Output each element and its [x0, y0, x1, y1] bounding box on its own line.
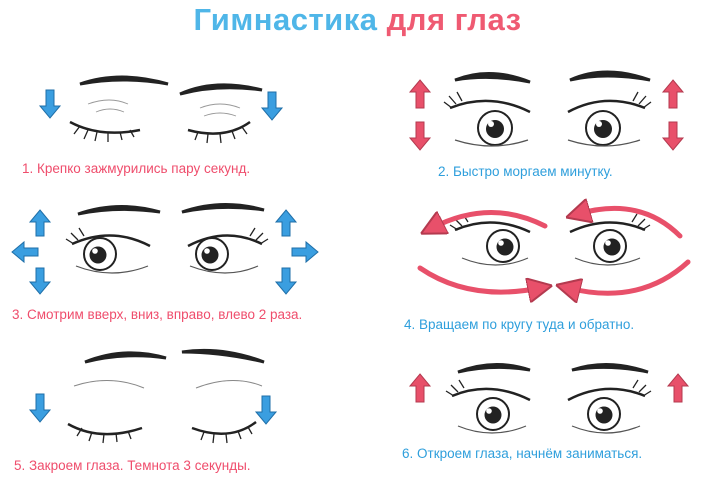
arrow-down-icon	[274, 267, 298, 295]
arrow-up-icon	[28, 209, 52, 237]
arrow-up-icon	[274, 209, 298, 237]
arrow-up-icon	[666, 373, 690, 403]
step-3-caption: 3. Смотрим вверх, вниз, вправо, влево 2 …	[12, 307, 303, 322]
rotate-arrow-icon	[568, 208, 691, 293]
step-6-caption: 6. Откроем глаза, начнём заниматься.	[402, 446, 643, 461]
title-part-2: для глаз	[386, 2, 522, 37]
arrow-down-icon	[408, 121, 432, 151]
title-part-1: Гимнастика	[193, 2, 378, 37]
arrow-down-icon	[38, 89, 62, 119]
panel-3-looking-eyes	[65, 203, 269, 274]
page-title: Гимнастика для глаз	[0, 0, 715, 40]
panel-4-rotating-eyes	[449, 213, 651, 266]
arrow-left-icon	[11, 240, 39, 264]
arrow-down-icon	[28, 267, 52, 295]
step-4-caption: 4. Вращаем по кругу туда и обратно.	[404, 317, 635, 332]
arrow-down-icon	[260, 91, 284, 121]
step-2-caption: 2. Быстро моргаем минутку.	[438, 164, 613, 179]
arrow-up-icon	[661, 79, 685, 109]
panel-5-closed-eyes	[67, 348, 265, 444]
arrow-down-icon	[28, 393, 52, 423]
panel-2-blinking-eyes	[443, 70, 652, 147]
panel-6-opening-eyes	[445, 362, 652, 434]
rotate-arrow-icon	[417, 210, 545, 292]
arrow-up-icon	[408, 373, 432, 403]
arrow-right-icon	[291, 240, 319, 264]
step-5-caption: 5. Закроем глаза. Темнота 3 секунды.	[14, 458, 251, 473]
step-1-caption: 1. Крепко зажмурились пару секунд.	[22, 161, 251, 176]
arrow-down-icon	[661, 121, 685, 151]
arrow-up-icon	[408, 79, 432, 109]
arrow-down-icon	[254, 395, 278, 425]
panel-1-squeezed-eyes	[69, 75, 263, 144]
